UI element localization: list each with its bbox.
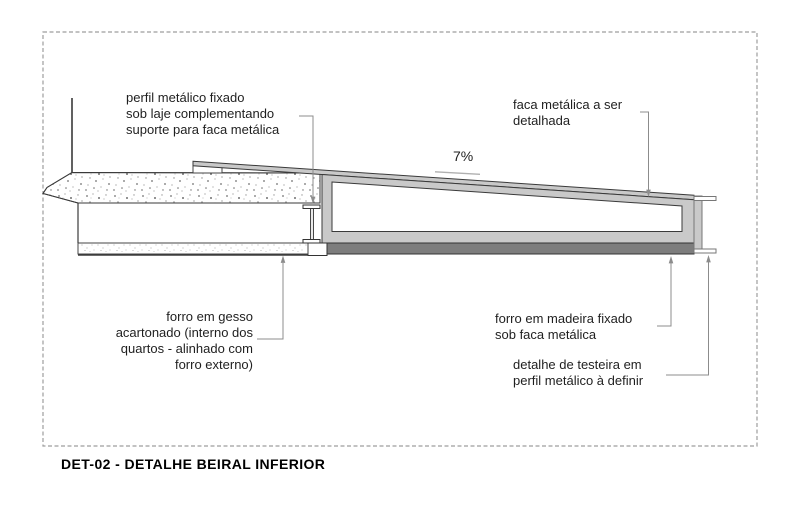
annotation-line: sob faca metálica [495, 327, 597, 342]
annotation-line: perfil metálico à definir [513, 373, 644, 388]
leader-arrowheads [280, 189, 711, 264]
annotation-faca-metalica: faca metálica a ser detalhada [513, 97, 622, 129]
faca-cavity-shape [331, 181, 683, 232]
annotation-line: faca metálica a ser [513, 97, 623, 112]
annotation-testeira: detalhe de testeira em perfil metálico à… [513, 357, 643, 389]
slope-indicator-line [434, 171, 481, 175]
gypsum-ceiling-shape [77, 242, 309, 255]
testeira-profile [693, 195, 717, 254]
arrow-up-gesso [280, 255, 286, 263]
concrete-slab-texture [42, 171, 321, 204]
arrow-down-faca [646, 189, 651, 197]
junction-notch-shape [307, 242, 328, 256]
annotation-line: detalhada [513, 113, 571, 128]
annotation-line: quartos - alinhado com [120, 341, 253, 356]
steel-ibeam-profile [302, 204, 321, 244]
annotation-line: suporte para faca metálica [126, 122, 280, 137]
arrow-up-testeira [706, 255, 711, 263]
annotation-line: perfil metálico fixado [126, 90, 245, 105]
leader-forro-madeira [657, 263, 672, 327]
annotation-line: forro em madeira fixado [495, 311, 633, 326]
leader-faca-metalica [640, 111, 649, 190]
annotation-line: forro em gesso [166, 309, 253, 324]
annotation-line: forro externo) [174, 357, 253, 372]
annotation-forro-gesso: forro em gesso acartonado (interno dos q… [63, 309, 253, 373]
annotation-forro-madeira: forro em madeira fixado sob faca metálic… [495, 311, 632, 343]
arrow-up-madeira [668, 256, 674, 264]
leader-perfil-metalico [299, 115, 314, 197]
drawing-title: DET-02 - DETALHE BEIRAL INFERIOR [61, 456, 326, 472]
leader-testeira [666, 262, 709, 376]
annotation-line: detalhe de testeira em [513, 357, 642, 372]
wood-ceiling-strip-shape [326, 242, 695, 255]
arrow-down-perfil [310, 196, 316, 204]
annotation-line: acartonado (interno dos [115, 325, 253, 340]
annotation-line: sob laje complementando [126, 106, 275, 121]
slope-percentage-label: 7% [453, 148, 474, 164]
annotation-perfil-metalico: perfil metálico fixado sob laje compleme… [126, 90, 279, 138]
drawing-frame-border [42, 31, 758, 447]
leader-forro-gesso [257, 263, 284, 340]
leader-lines [257, 111, 709, 376]
